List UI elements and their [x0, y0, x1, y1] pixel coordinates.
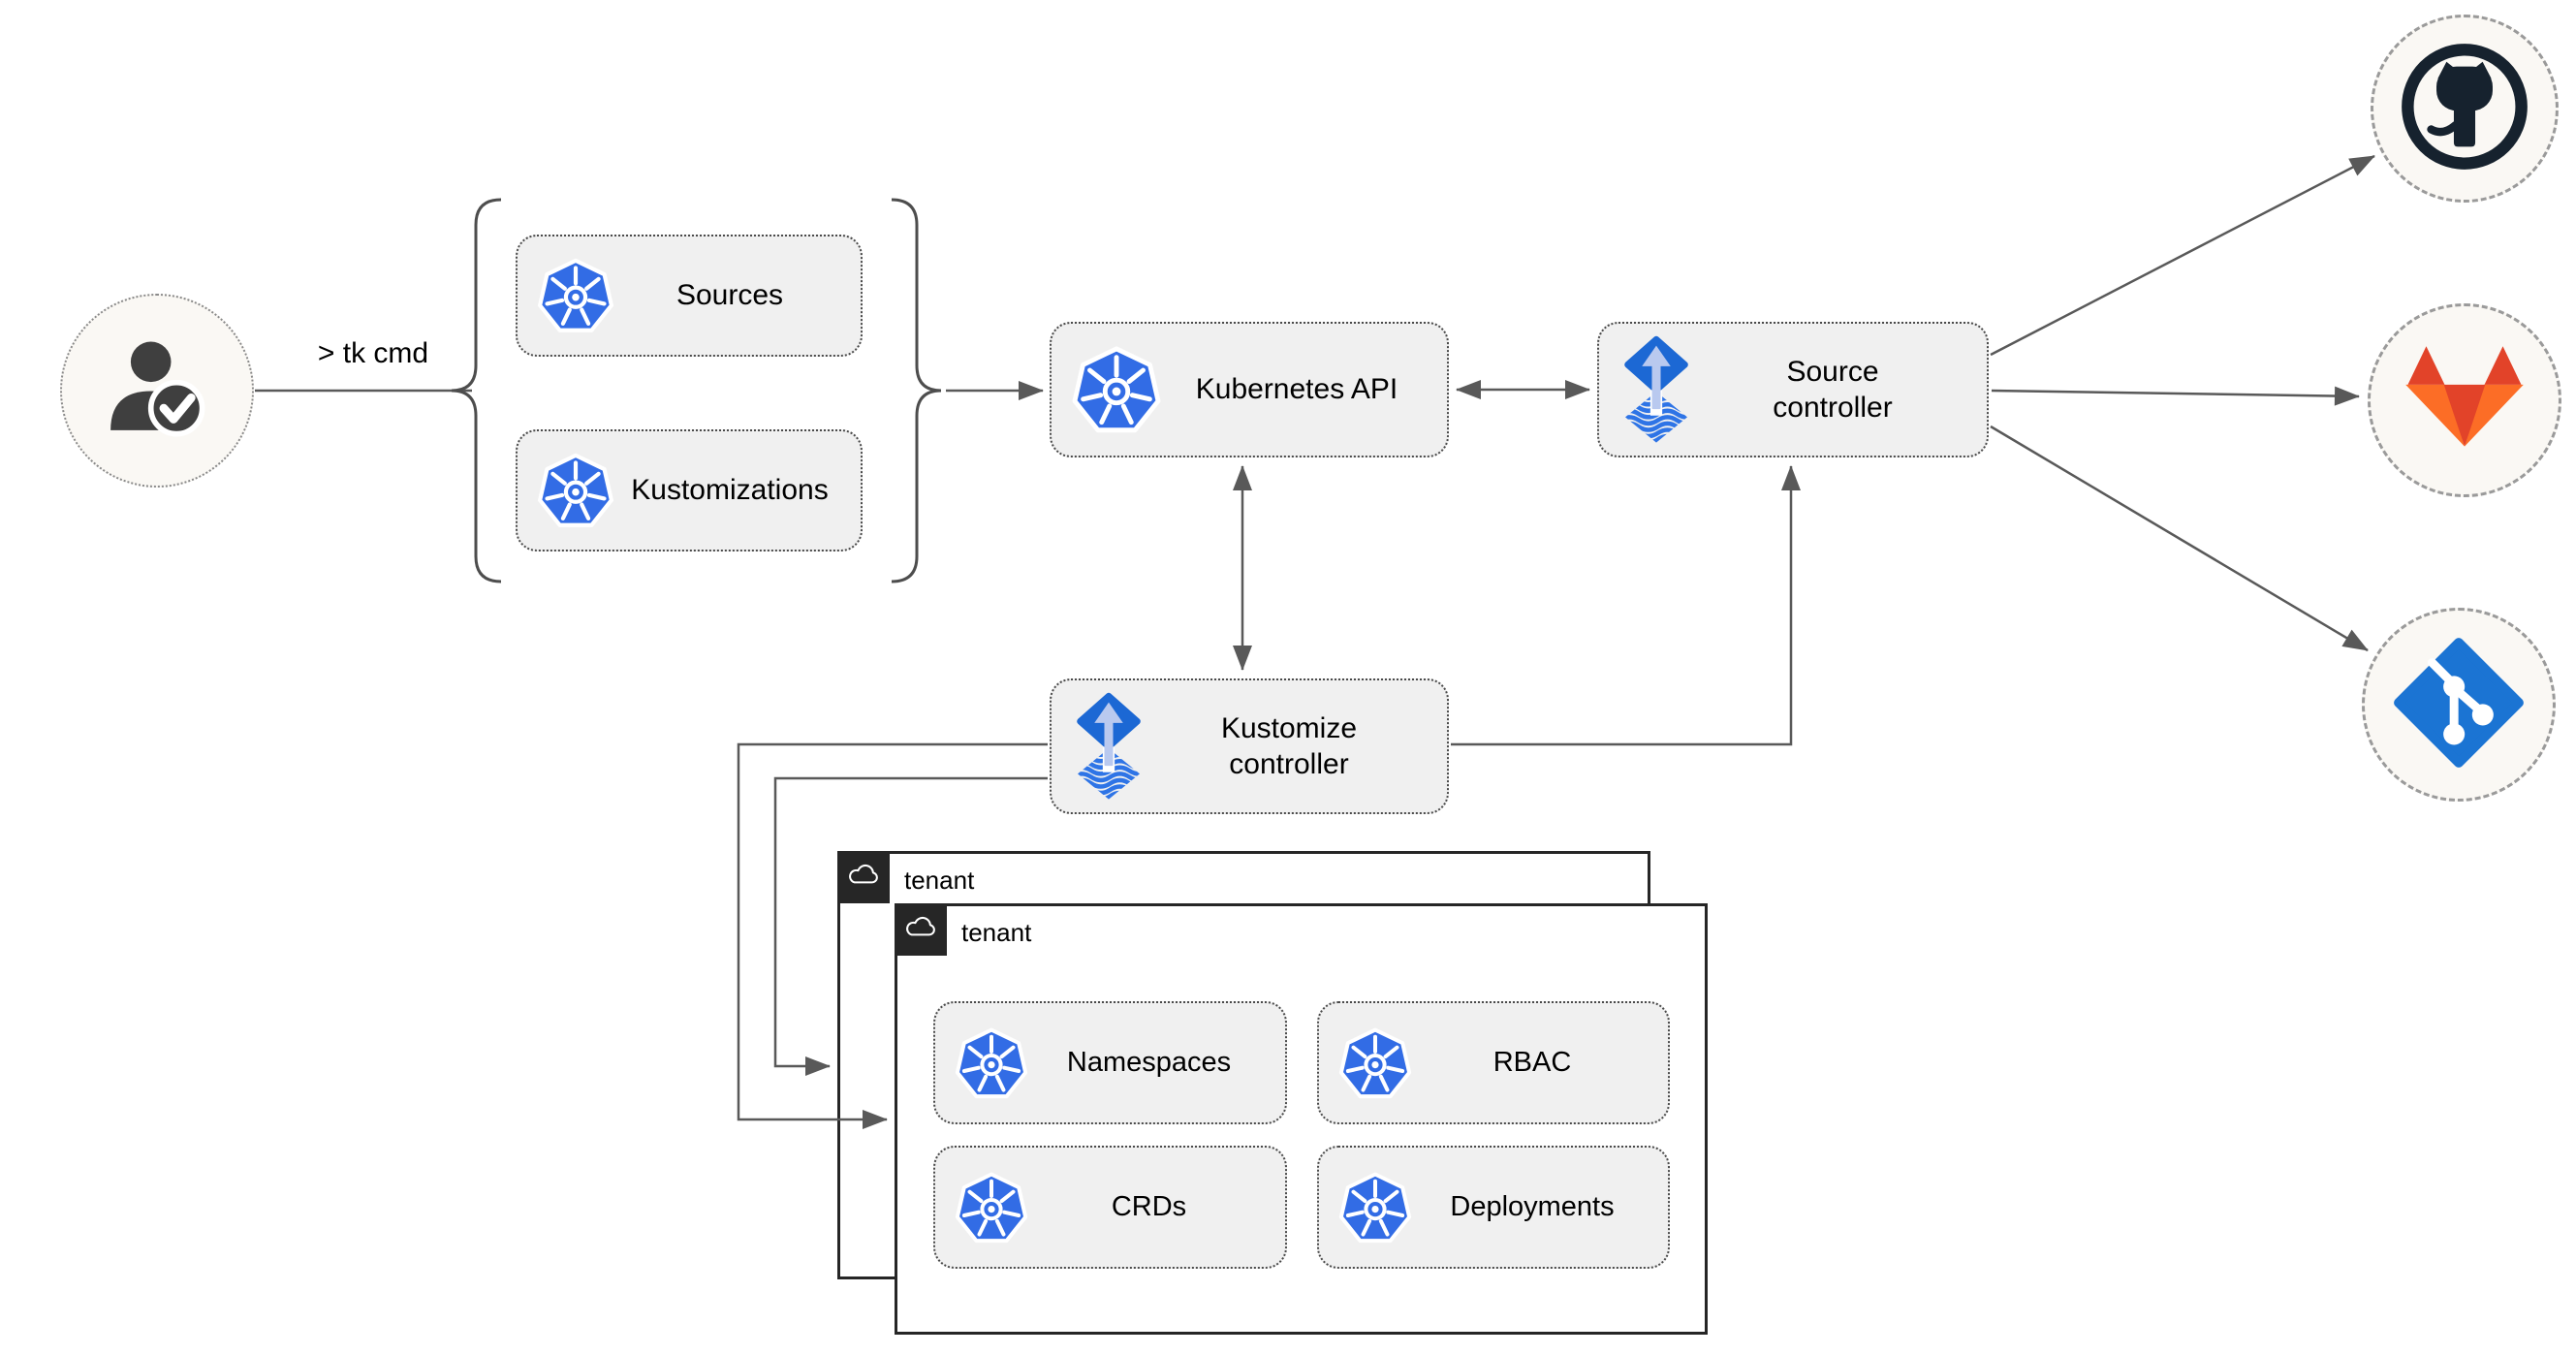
- source-to-gitlab-arrow: [1991, 386, 2360, 406]
- kubernetes-icon: [535, 450, 616, 531]
- tenant-label: tenant: [904, 866, 975, 895]
- github-icon: [2398, 40, 2531, 178]
- cloud-icon: [902, 915, 939, 945]
- kubernetes-icon: [953, 1024, 1030, 1102]
- kustomizations-label: Kustomizations: [631, 474, 829, 507]
- kustomize-controller-node: Kustomize controller: [1050, 678, 1449, 814]
- kubernetes-icon: [1336, 1024, 1414, 1102]
- bracket-left: [451, 198, 502, 583]
- sources-label: Sources: [675, 279, 784, 312]
- source-controller-node: Source controller: [1597, 322, 1989, 457]
- kubernetes-icon: [535, 255, 616, 336]
- kubernetes-api-label: Kubernetes API: [1195, 373, 1398, 406]
- user-node: [60, 294, 254, 488]
- bracket-right: [891, 198, 942, 583]
- kustomize-to-source-arrow: [1451, 465, 1801, 746]
- flux-icon: [1069, 691, 1148, 803]
- tenant-header: [837, 851, 890, 903]
- deployments-label: Deployments: [1450, 1191, 1615, 1223]
- gitlab-remote-node: [2368, 303, 2561, 497]
- rbac-node: RBAC: [1317, 1001, 1670, 1124]
- source-to-github-arrow: [1990, 154, 2375, 357]
- flux-icon: [1617, 334, 1696, 446]
- person-check-icon: [96, 328, 218, 455]
- kubernetes-icon: [1069, 342, 1164, 437]
- kubernetes-icon: [1336, 1169, 1414, 1246]
- sources-node: Sources: [516, 235, 863, 357]
- deployments-node: Deployments: [1317, 1146, 1670, 1269]
- git-remote-node: [2362, 608, 2556, 802]
- github-remote-node: [2371, 15, 2559, 203]
- tk-command-label: > tk cmd: [317, 337, 429, 369]
- kubernetes-api-node: Kubernetes API: [1050, 322, 1449, 457]
- tenant-label: tenant: [961, 918, 1032, 947]
- crds-label: CRDs: [1111, 1191, 1187, 1223]
- cloud-icon: [845, 863, 882, 893]
- gitlab-icon: [2391, 334, 2538, 466]
- kustomizations-node: Kustomizations: [516, 429, 863, 551]
- crds-node: CRDs: [933, 1146, 1287, 1269]
- source-controller-label: Source controller: [1773, 355, 1893, 425]
- tenant-header: [895, 903, 947, 956]
- rbac-label: RBAC: [1492, 1047, 1572, 1079]
- source-to-git-arrow: [1990, 425, 2369, 652]
- kustomize-controller-label: Kustomize controller: [1220, 711, 1358, 781]
- git-icon: [2392, 636, 2526, 774]
- tenant-box-front: tenant Namespaces RBAC CRDs Deployments: [895, 903, 1708, 1335]
- namespaces-node: Namespaces: [933, 1001, 1287, 1124]
- kubernetes-icon: [953, 1169, 1030, 1246]
- namespaces-label: Namespaces: [1066, 1047, 1232, 1079]
